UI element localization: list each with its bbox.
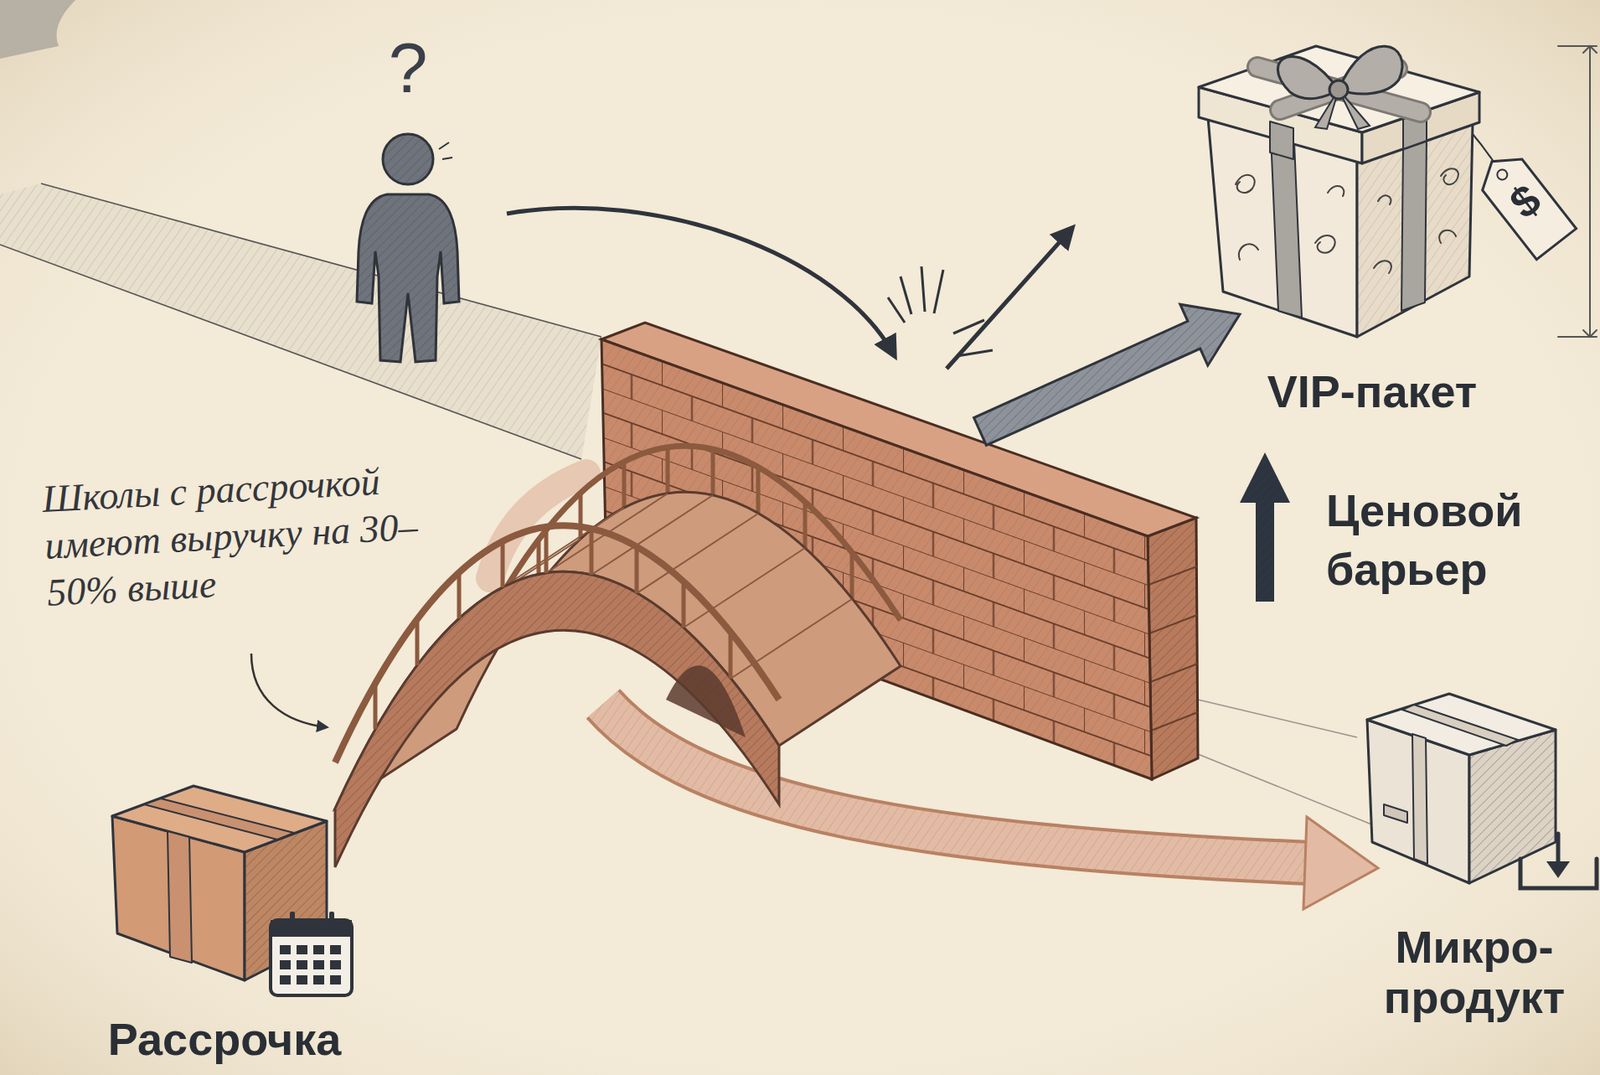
bridge-side-hatch	[335, 571, 780, 868]
bridge-baluster	[375, 526, 731, 729]
person-body-hatch	[356, 194, 460, 362]
up-arrow-hatch	[1239, 452, 1291, 602]
flow-arrow-hatch	[603, 703, 1311, 863]
person-body	[356, 194, 460, 362]
box-top	[1367, 693, 1556, 755]
calendar-frame	[270, 919, 352, 996]
gift-ribbon	[1401, 137, 1427, 311]
person-head	[382, 134, 434, 185]
upsell-arrow	[974, 304, 1240, 445]
price-tag	[1471, 145, 1576, 259]
gift-ribbon	[1269, 121, 1294, 160]
up-arrow	[1239, 452, 1291, 602]
bridge-side	[335, 571, 780, 868]
walk-path-edge	[0, 183, 602, 460]
note-leader	[251, 653, 327, 728]
box-sticker	[1383, 804, 1408, 823]
attempt-arrow	[506, 207, 895, 357]
wall-end-hatch	[1147, 517, 1198, 780]
dimension-bracket	[1558, 46, 1597, 337]
barrier-label: Ценовой барьер	[1326, 480, 1578, 599]
calendar-day	[313, 944, 325, 955]
flow-arrow	[603, 703, 1311, 863]
bounce-arrow	[946, 227, 1073, 369]
paper-corner	[0, 0, 76, 59]
person-head-hatch	[382, 134, 434, 185]
calendar-day	[313, 960, 325, 970]
impact-spark	[887, 266, 993, 357]
thought-tick	[438, 142, 453, 160]
bridge-deck	[335, 491, 901, 809]
bridge-opening	[665, 665, 746, 738]
handwritten-note: Школы с рассрочкой имеют выручку на 30–5…	[41, 454, 442, 616]
box-side	[1469, 729, 1556, 883]
calendar-header	[270, 919, 352, 937]
walk-path-edge	[1197, 699, 1374, 826]
calendar-day	[330, 960, 341, 970]
wall-end-bricks	[1148, 566, 1198, 731]
calendar-day	[313, 975, 325, 985]
product-box-node: Рассрочка	[56, 770, 393, 1075]
calendar-day	[296, 944, 308, 955]
box-tape	[167, 830, 192, 963]
wall-end	[1147, 517, 1198, 780]
price-tag-shape	[1471, 145, 1576, 259]
upsell-arrow-hatch	[974, 304, 1240, 445]
gift-box-node: VIP-пакет	[1189, 25, 1600, 436]
calendar-day	[330, 944, 341, 955]
box-hatch	[1469, 729, 1556, 883]
gift-lid	[1198, 46, 1480, 133]
flow-arrow-head	[1303, 816, 1379, 909]
download-arrow-head	[1546, 861, 1570, 878]
calendar-day	[296, 975, 308, 985]
question-mark: ?	[366, 29, 450, 107]
box-tape	[1412, 733, 1428, 864]
calendar-day	[330, 975, 341, 985]
calendar-ring	[329, 911, 335, 927]
calendar-day	[279, 960, 291, 970]
node-label: Рассрочка	[56, 1011, 393, 1067]
calendar-icon	[270, 911, 352, 996]
price-tag-hole	[1495, 167, 1510, 182]
calendar-ring	[289, 911, 295, 927]
box-top	[112, 785, 327, 852]
download-tray	[1520, 858, 1597, 888]
box-tape	[144, 798, 295, 840]
node-label: VIP-пакет	[1204, 364, 1540, 419]
walk-path	[0, 183, 602, 460]
calendar-day	[279, 944, 291, 955]
calendar-day	[296, 960, 308, 970]
product-box-node: Микро-продукт	[1331, 678, 1600, 1075]
price-symbol: $	[1484, 161, 1567, 241]
flow-arrow-edge	[603, 703, 1311, 863]
gift-ornament	[1235, 168, 1459, 274]
calendar-day	[279, 975, 291, 985]
node-label: Микро-продукт	[1348, 921, 1600, 1023]
walk-path-hatch	[0, 183, 602, 460]
gift-bow-knot	[1329, 80, 1348, 99]
gift-ribbon	[1270, 135, 1302, 318]
